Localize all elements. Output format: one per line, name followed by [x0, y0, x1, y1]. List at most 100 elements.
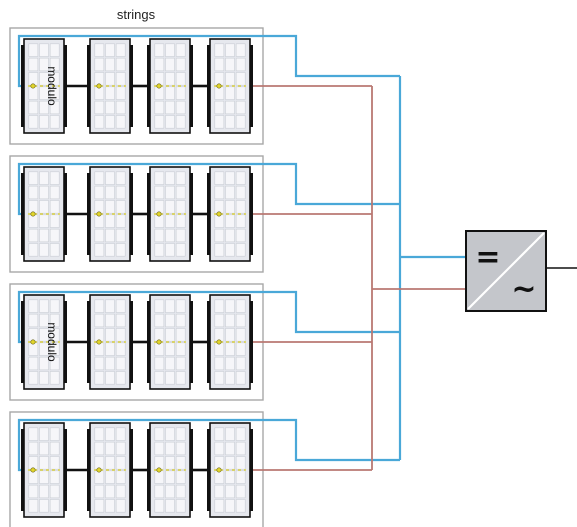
- module-cell: [28, 456, 39, 470]
- pv-module: [207, 422, 253, 518]
- module-cell: [225, 456, 235, 470]
- module-label: modulo: [45, 66, 59, 106]
- module-cell: [214, 441, 225, 456]
- module-cell: [49, 441, 60, 456]
- module-cell: [235, 243, 246, 257]
- module-cell: [115, 342, 126, 356]
- module-cell: [225, 171, 235, 185]
- string-4: [9, 411, 264, 527]
- module-cell: [28, 57, 39, 72]
- module-cell: [115, 228, 126, 243]
- module-cell: [235, 484, 246, 499]
- module-cell: [175, 342, 186, 356]
- module-cell: [49, 427, 60, 441]
- module-cell: [115, 115, 126, 129]
- pv-module: modulo: [21, 38, 67, 134]
- module-cell: [28, 72, 39, 86]
- module-cell: [214, 484, 225, 499]
- pv-module: [147, 294, 193, 390]
- module-cell: [39, 342, 49, 356]
- module-cell: [105, 185, 115, 200]
- module-cell: [105, 441, 115, 456]
- module-cell: [28, 427, 39, 441]
- module-cell: [49, 228, 60, 243]
- module-cell: [105, 313, 115, 328]
- junction-dot: [156, 467, 162, 473]
- module-cell: [154, 313, 165, 328]
- module-cell: [175, 185, 186, 200]
- module-cell: [105, 243, 115, 257]
- module-cell: [154, 43, 165, 57]
- module-cell: [165, 243, 175, 257]
- module-cell: [214, 313, 225, 328]
- module-cell: [154, 499, 165, 513]
- module-cell: [165, 86, 175, 100]
- module-cell: [165, 328, 175, 342]
- module-cell: [94, 456, 105, 470]
- module-cells: [94, 299, 126, 385]
- module-cells: [154, 171, 186, 257]
- module-cell: [39, 456, 49, 470]
- junction-dot: [216, 211, 222, 217]
- module-cell: [225, 115, 235, 129]
- module-cells: [214, 427, 246, 513]
- module-cell: [154, 371, 165, 385]
- module-cell: [94, 470, 105, 484]
- module-cell: [175, 328, 186, 342]
- module-cell: [154, 243, 165, 257]
- string-2: [9, 155, 264, 273]
- module-cell: [115, 299, 126, 313]
- module-cell: [165, 299, 175, 313]
- module-cell: [165, 57, 175, 72]
- module-cell: [28, 228, 39, 243]
- module-cell: [235, 72, 246, 86]
- module-cell: [39, 356, 49, 371]
- pv-module: [87, 38, 133, 134]
- pv-module: [207, 294, 253, 390]
- module-cell: [235, 228, 246, 243]
- module-cell: [39, 427, 49, 441]
- module-cell: [225, 356, 235, 371]
- module-cell: [94, 427, 105, 441]
- module-cell: [49, 72, 60, 86]
- module-cell: [225, 313, 235, 328]
- module-cell: [175, 441, 186, 456]
- module-cell: [105, 299, 115, 313]
- positive-string-wire: [17, 290, 400, 344]
- positive-string-wire: [17, 162, 400, 216]
- junction-dot: [30, 83, 36, 89]
- module-cell: [49, 371, 60, 385]
- module-cell: [49, 100, 60, 115]
- module-cell: [94, 228, 105, 243]
- module-cell: [214, 214, 225, 228]
- module-cell: [115, 171, 126, 185]
- module-cell: [94, 243, 105, 257]
- pv-module: [147, 38, 193, 134]
- module-cell: [154, 484, 165, 499]
- module-cell: [165, 470, 175, 484]
- module-cell: [175, 456, 186, 470]
- module-cell: [225, 43, 235, 57]
- module-cell: [94, 86, 105, 100]
- module-cell: [105, 214, 115, 228]
- pv-module: [207, 166, 253, 262]
- module-cell: [105, 427, 115, 441]
- module-cell: [165, 484, 175, 499]
- module-cell: [175, 100, 186, 115]
- module-cell: [154, 214, 165, 228]
- module-cells: [94, 43, 126, 129]
- string-3: modulo: [9, 283, 264, 401]
- module-cell: [214, 356, 225, 371]
- module-cell: [115, 72, 126, 86]
- module-cell: [235, 214, 246, 228]
- module-cell: [165, 441, 175, 456]
- module-cell: [175, 371, 186, 385]
- module-cell: [165, 356, 175, 371]
- module-cell: [175, 115, 186, 129]
- module-cell: [214, 43, 225, 57]
- module-cell: [154, 456, 165, 470]
- module-cell: [39, 57, 49, 72]
- module-cell: [39, 313, 49, 328]
- module-cell: [235, 328, 246, 342]
- module-cell: [115, 499, 126, 513]
